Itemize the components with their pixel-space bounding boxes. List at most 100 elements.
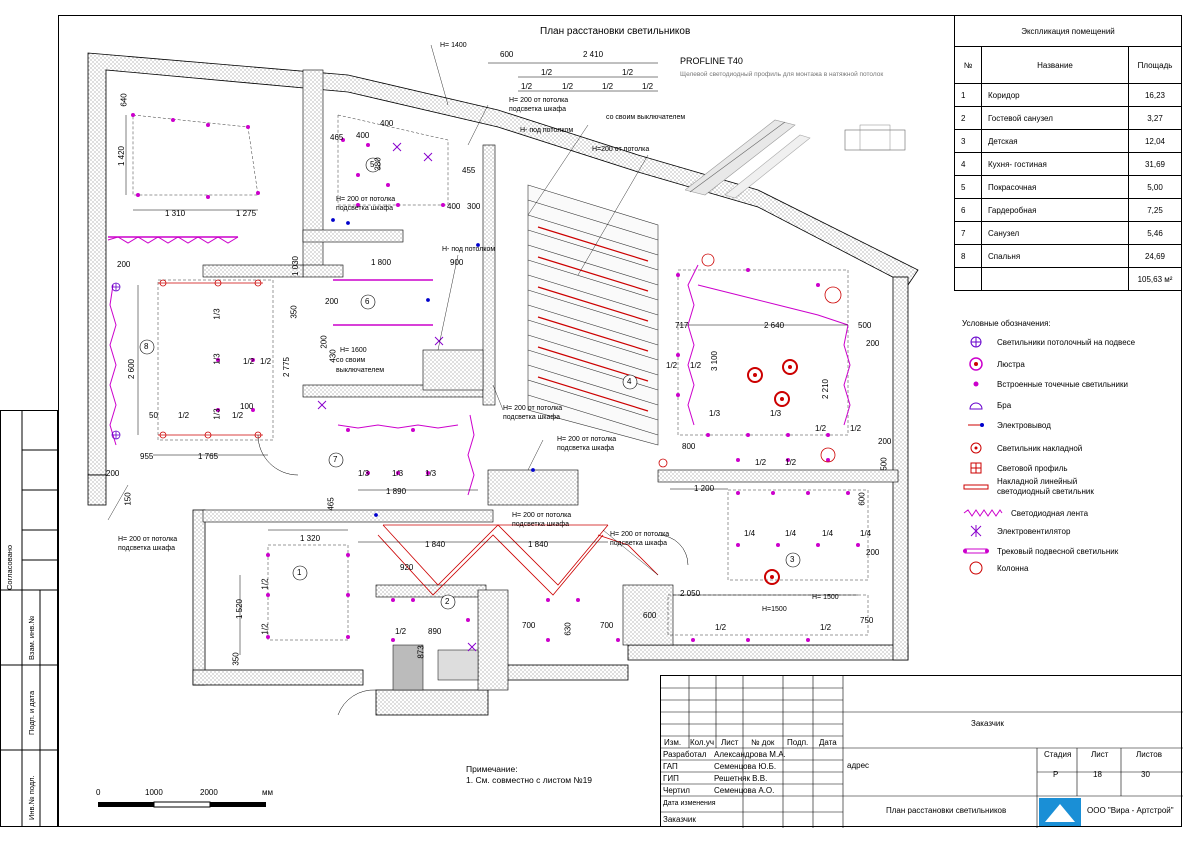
dim: 1 320 — [300, 534, 321, 543]
dim: 920 — [400, 563, 414, 572]
dim: 600 — [857, 492, 867, 506]
stamp-person: Решетняк В.В. — [714, 774, 768, 783]
dim: 1/2 — [521, 82, 533, 91]
total-area: 105,63 м² — [1128, 267, 1182, 291]
profile-image — [685, 119, 906, 199]
dim: 630 — [563, 622, 573, 636]
column-icon — [963, 561, 989, 575]
total-sheets: 30 — [1141, 770, 1150, 779]
side-label-inventory: Инв.№ подл. — [27, 775, 36, 820]
title-block: Заказчик Изм. Кол.уч Лист № док Подп. Да… — [660, 675, 1183, 828]
outer-walls — [87, 52, 919, 716]
dim: 717 — [675, 321, 689, 330]
ventilators — [317, 142, 477, 652]
dim: 455 — [462, 166, 476, 175]
dim: 1 200 — [694, 484, 715, 493]
stamp-person: Семенцова Ю.Б. — [714, 762, 777, 771]
annotation-cabinet-light: подсветка шкафа — [610, 540, 668, 547]
stamp-col-header: Кол.уч — [690, 738, 714, 747]
annotation-h200-ceiling: H=200 от потолка — [592, 146, 650, 153]
dim: 873 — [416, 645, 426, 659]
dim: 1 890 — [386, 487, 407, 496]
dim: 1/2 — [541, 68, 553, 77]
col-header: Название — [981, 46, 1129, 84]
dim: 1 420 — [117, 145, 127, 167]
col-header: № — [954, 46, 982, 84]
dim: 1 275 — [236, 209, 257, 218]
dim: 1/3 — [212, 408, 222, 420]
chandeliers — [747, 359, 798, 585]
scale-label: 1000 — [145, 788, 163, 797]
dim: 1/3 — [709, 409, 721, 418]
dim: 100 — [240, 402, 254, 411]
annotation-under-ceiling: H- под потолком — [520, 127, 574, 134]
company-name: ООО "Вира - Артстрой" — [1087, 806, 1174, 815]
dim: 890 — [428, 627, 442, 636]
stamp-person: Александрова М.А. — [714, 750, 786, 759]
dim: 1 520 — [235, 598, 245, 620]
dim: 1/2 — [642, 82, 654, 91]
stamp-person: Семенцова А.О. — [714, 786, 775, 795]
legend-item: Световой профиль — [963, 461, 1068, 475]
dim: 640 — [119, 93, 129, 107]
legend-item: Электровентилятор — [963, 524, 1070, 538]
dim: 2 600 — [127, 358, 137, 380]
track-light-icon — [963, 544, 989, 558]
room-number-5: 5 — [370, 160, 375, 169]
annotation-cabinet-light: H= 200 от потолка — [336, 196, 396, 203]
dim: 1/4 — [744, 529, 756, 538]
dim: 1/2 — [666, 361, 678, 370]
annotation-cabinet-light: H= 200 от потолка — [557, 436, 617, 443]
dim: 800 — [682, 442, 696, 451]
dim: 465 — [326, 497, 336, 511]
annotation-cabinet-light: H= 200 от потолка — [509, 97, 569, 104]
annotation-h1500: H= 1500 — [812, 594, 839, 601]
led-strips — [107, 236, 851, 496]
stamp-role: ГАП — [663, 762, 678, 771]
legend-item: Накладной линейный светодиодный светильн… — [963, 477, 1112, 496]
room-number-1: 1 — [297, 568, 302, 577]
dim: 700 — [600, 621, 614, 630]
legend-item: Колонна — [963, 561, 1028, 575]
dim: 300 — [467, 202, 481, 211]
room-number-3: 3 — [790, 555, 795, 564]
dim: 1/3 — [770, 409, 782, 418]
dim: 2 050 — [680, 589, 701, 598]
drawing-frame — [58, 15, 1182, 827]
dim: 465 — [330, 133, 344, 142]
dim: 1/3 — [212, 353, 222, 365]
pendant-ceiling-light-icon — [963, 335, 989, 349]
stage-value: Р — [1053, 770, 1059, 779]
stamp-role: Дата изменения — [663, 800, 716, 807]
stamp-col-header: Изм. — [664, 738, 682, 747]
kitchen-linear-lights — [537, 226, 649, 412]
legend-item: Электровывод — [963, 418, 1051, 432]
room-number-2: 2 — [445, 597, 450, 606]
dim: 1/2 — [260, 623, 270, 635]
dim: 200 — [319, 335, 329, 349]
dim: 1/2 — [785, 458, 797, 467]
dim: 600 — [500, 50, 514, 59]
stage-header: Листов — [1136, 750, 1162, 759]
legend-item: Светильники потолочный на подвесе — [963, 335, 1135, 349]
stamp-col-header: Лист — [721, 738, 739, 747]
dim: 1/3 — [358, 469, 370, 478]
led-strip-icon — [963, 506, 1003, 520]
dim: 1 030 — [291, 255, 301, 277]
dim: 350 — [289, 305, 299, 319]
col-header: Площадь — [1128, 46, 1182, 84]
dim: 1 310 — [165, 209, 186, 218]
annotation-h1500: H=1500 — [762, 606, 787, 613]
note-title: Примечание: — [466, 764, 518, 774]
scale-bar — [98, 801, 266, 808]
stage-header: Стадия — [1044, 750, 1072, 759]
dim: 400 — [380, 119, 394, 128]
dim: 200 — [106, 469, 120, 478]
wall-sconce-icon — [963, 398, 989, 412]
